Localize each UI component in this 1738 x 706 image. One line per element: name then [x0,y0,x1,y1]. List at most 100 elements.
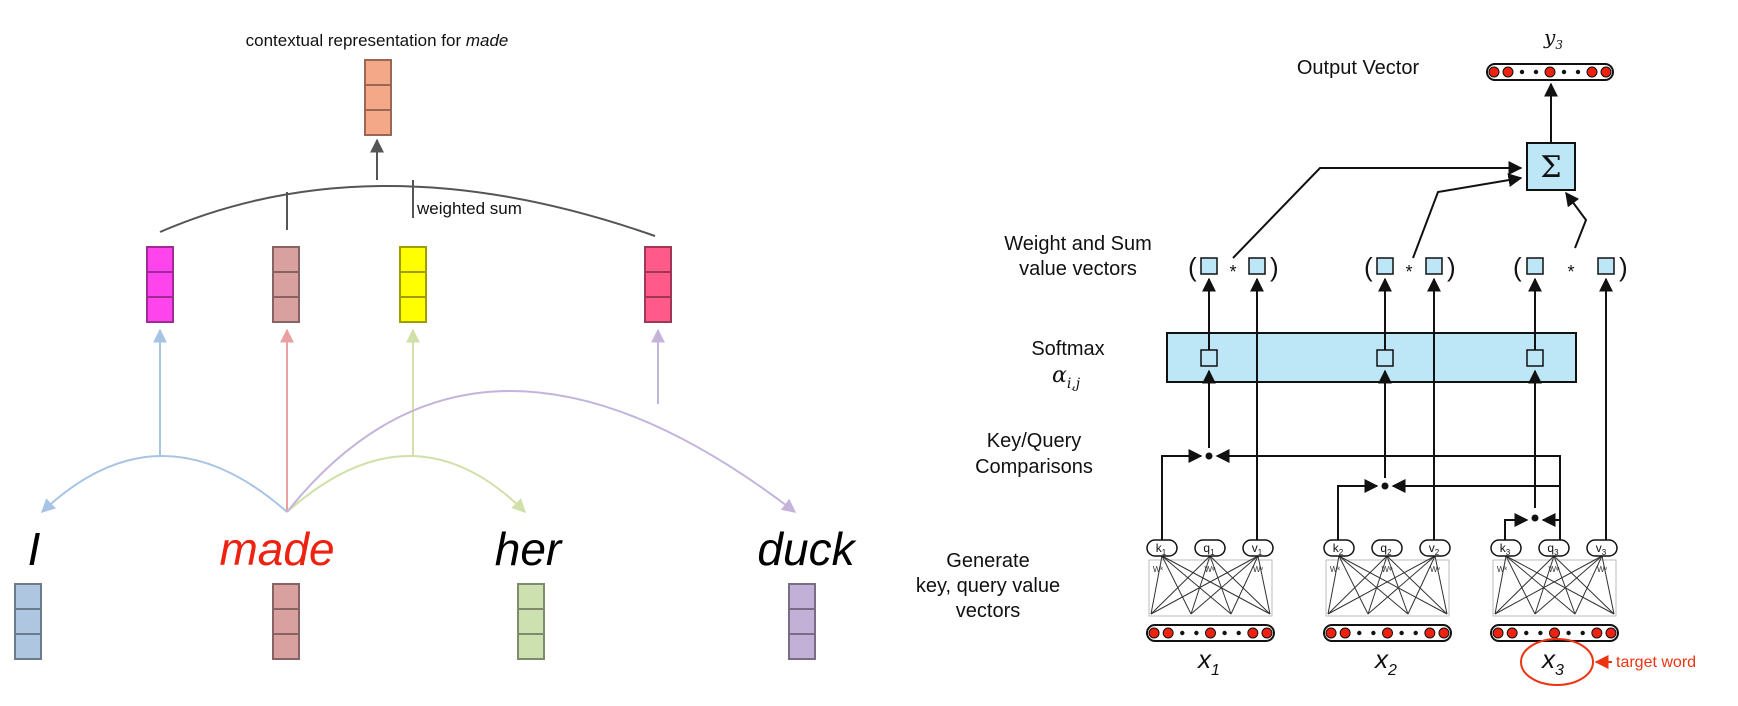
weight-line [1327,555,1436,615]
weight-box-1 [1200,257,1218,275]
vector-cell [644,271,672,298]
value-pill [1586,539,1618,557]
red-dot [1488,66,1500,78]
softmax-label: Softmax [1031,338,1104,360]
vector-cell [399,271,427,298]
keyquery-label-line2: Comparisons [975,456,1093,478]
weight-sum-group-1: ( * ) [1188,252,1279,282]
key-pill-label: k2 [1333,541,1344,557]
weighted-sum-arc [159,185,656,237]
weight-line [1150,555,1163,615]
compare-dot-2 [1381,482,1389,490]
key-pill [1490,539,1522,557]
vector-cell [788,583,816,610]
red-dot [1382,627,1393,639]
vector-cell [14,583,42,610]
red-dot [1339,627,1351,639]
vector-cell [399,246,427,273]
ellipsis-dot [1575,69,1581,75]
weight-label: Wᵛ [1430,565,1441,574]
red-dot [1325,627,1337,639]
x2-symbol: x [1373,644,1389,674]
output-vector-made [364,59,392,136]
input-label-x1: x1 [1196,644,1220,679]
ellipsis-dot [1580,630,1585,636]
ellipsis-dot [1519,69,1525,75]
open-paren-3: ( [1513,252,1522,282]
weight-label: Wᵏ [1497,565,1508,574]
weight-line [1230,555,1259,615]
weight-line [1494,555,1507,615]
contextual-representation-label: contextual representation for made [246,31,509,50]
sigma-symbol: Σ [1540,150,1561,185]
weight-frame [1148,559,1273,617]
weight-line [1553,555,1576,615]
weight-frame [1325,559,1450,617]
ellipsis-dot [1538,630,1543,636]
y-symbol: y [1543,25,1556,49]
weight-line [1161,555,1232,615]
value-pill [1419,539,1451,557]
value-pill-label: v2 [1429,541,1440,557]
vector-cell [644,246,672,273]
weight-sum-group-3: ( * ) [1513,252,1628,282]
open-paren-2: ( [1364,252,1373,282]
contextual-label-prefix: contextual representation for [246,31,466,50]
weight-label: Wᵠ [1204,565,1216,574]
red-dot [1438,627,1450,639]
ellipsis-dot [1180,630,1185,636]
compare-dot-1 [1205,452,1213,460]
input-label-x3: x3 [1540,644,1564,679]
close-paren-2: ) [1447,252,1456,282]
keyquery-label-line1: Key/Query [987,430,1081,452]
value-box-2 [1425,257,1443,275]
weight-line [1150,555,1211,615]
red-dot [1162,627,1174,639]
contextual-label-emph: made [466,31,509,50]
y-subscript: 3 [1555,38,1563,52]
red-dot [1424,627,1436,639]
weight-sum-label-line2: value vectors [1019,258,1137,280]
vector-cell [364,84,392,111]
embedding-vector-made [272,583,300,660]
weighted-sum-label: weighted sum [416,199,522,218]
weight-line [1367,555,1388,615]
weighted-vector-duck [644,246,672,323]
target-word-label: target word [1616,654,1696,671]
output-dot-vector [1486,63,1614,81]
key2-to-compare2 [1337,479,1379,542]
softmax-box-1 [1200,349,1218,367]
red-dot [1148,627,1160,639]
weight-box-3 [1526,257,1544,275]
query3-to-compare1 [1215,449,1561,542]
weight-line [1150,555,1259,615]
sum-arrow-2 [1412,173,1523,259]
input-label-x2: x2 [1373,644,1397,679]
red-dot [1544,66,1556,78]
weight-line [1505,555,1576,615]
x3-subscript: 3 [1555,662,1564,679]
sigma-box [1526,142,1576,191]
weight-line [1327,555,1388,615]
weighted-vector-her [399,246,427,323]
vector-cell [146,296,174,323]
weight-line [1534,555,1603,615]
red-dot [1600,66,1612,78]
weight-line [1338,555,1369,615]
softmax-box-3 [1526,349,1544,367]
ellipsis-dot [1561,69,1567,75]
vector-cell [788,608,816,635]
weight-label: Wᵏ [1153,565,1164,574]
weight-label: Wᵏ [1330,565,1341,574]
key-pill [1323,539,1355,557]
weight-label: Wᵠ [1548,565,1560,574]
alpha-subscript: i,j [1067,376,1081,392]
ellipsis-dot [1533,69,1539,75]
vector-cell [14,608,42,635]
vector-cell [399,296,427,323]
vector-cell [517,583,545,610]
attention-arc-her [286,455,526,513]
red-dot [1502,66,1514,78]
